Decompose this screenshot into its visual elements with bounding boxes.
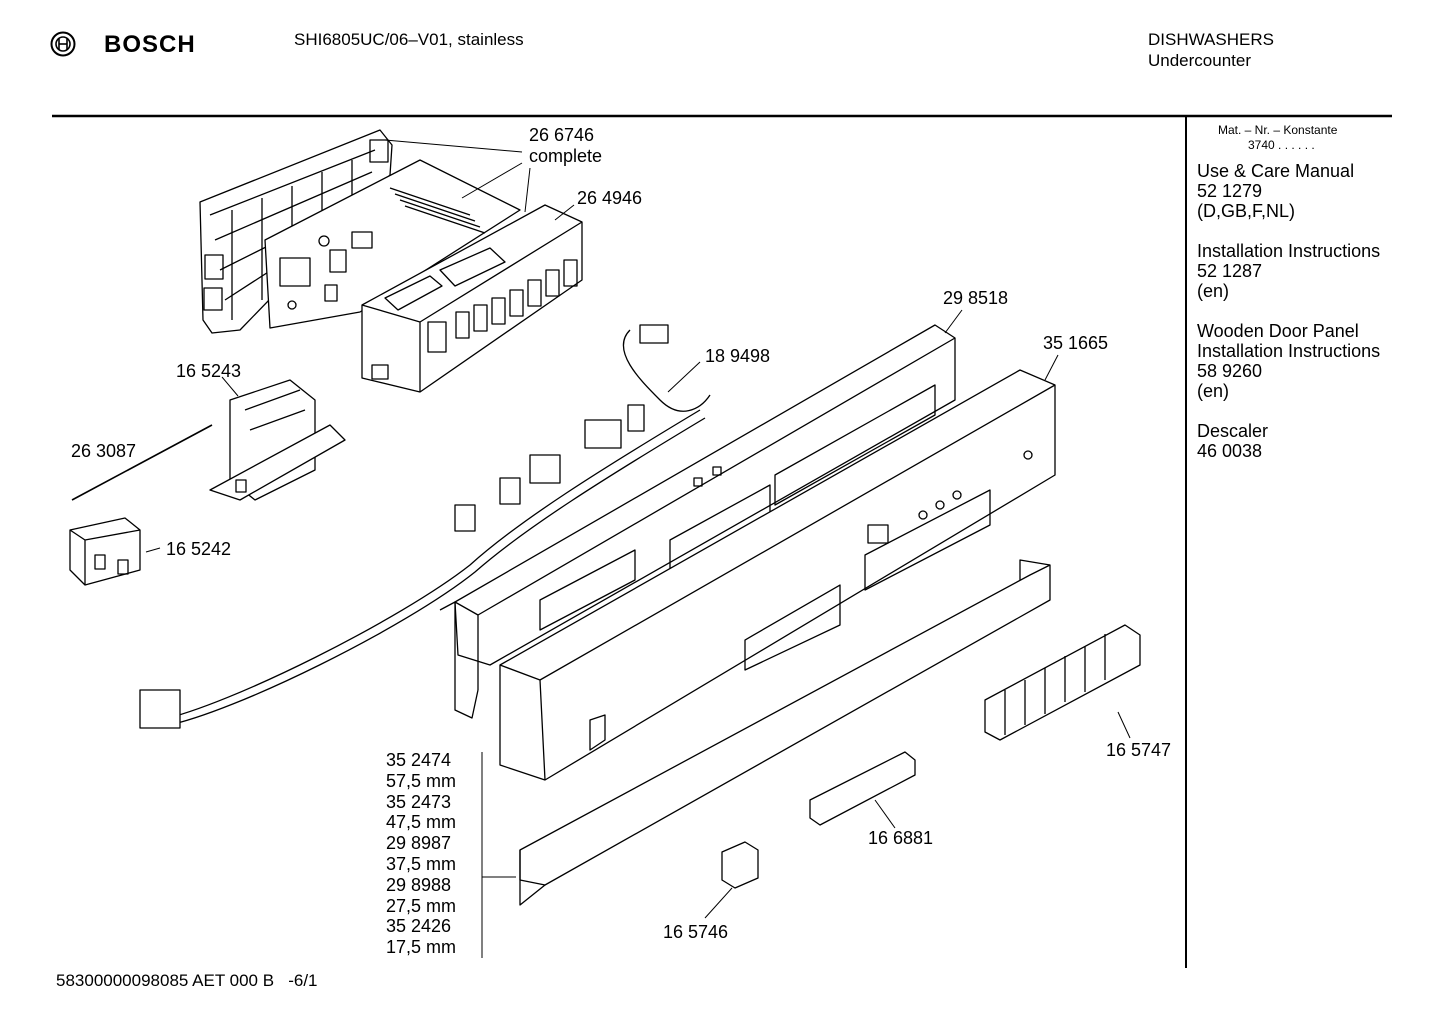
part-263087-rod [71,424,213,501]
model-title: SHI6805UC/06–V01, stainless [294,30,524,49]
part-351665-fascia [499,369,1056,781]
doc-title-line2: Installation Instructions [1197,341,1381,361]
part-264946-housing [361,204,583,393]
callout-351665: 35 1665 [1043,333,1109,353]
doc-installation-instructions: Installation Instructions 52 1287 (en) [1197,241,1380,301]
part-165747-buttons [984,624,1141,741]
variant-size: 17,5 mm [386,937,457,958]
callout-263087: 26 3087 [71,441,137,461]
variant-size: 47,5 mm [386,812,457,833]
doc-language: (en) [1197,381,1230,401]
mat-nr-heading: Mat. – Nr. – Konstante [1218,123,1338,137]
subcategory-label: Undercounter [1148,51,1252,70]
part-165243 [209,379,346,501]
part-189498-harness [139,324,711,729]
callout-165746: 16 5746 [663,922,729,942]
variant-part-number: 35 2426 [386,916,452,937]
callout-165243: 16 5243 [176,361,242,381]
callout-166881: 16 6881 [868,828,934,848]
doc-descaler: Descaler 46 0038 [1197,421,1380,461]
doc-number: 52 1287 [1197,261,1263,281]
callout-165747: 16 5747 [1106,740,1172,760]
part-165746 [721,841,759,889]
doc-number: 46 0038 [1197,441,1263,461]
variant-part-number: 35 2474 [386,750,452,770]
doc-language: (en) [1197,281,1230,301]
variant-part-number: 35 2473 [386,791,452,812]
doc-number: 52 1279 [1197,181,1263,201]
part-166881 [809,751,916,826]
part-165242 [69,517,141,586]
doc-number: 58 9260 [1197,361,1263,381]
variant-size: 37,5 mm [386,853,457,874]
doc-title: Wooden Door Panel [1197,321,1359,341]
callout-264946: 26 4946 [577,188,643,208]
variant-size: 27,5 mm [386,895,457,916]
doc-title: Use & Care Manual [1197,161,1355,181]
callout-266746-note: complete [529,146,603,166]
part-variant-strip [519,559,1051,906]
document-list: Use & Care Manual 52 1279 (D,GB,F,NL) In… [1197,161,1380,481]
callout-298518: 29 8518 [943,288,1009,308]
doc-title: Descaler [1197,421,1269,441]
leader-lines [145,139,1131,958]
part-264946-buttons [455,259,578,339]
doc-title: Installation Instructions [1197,241,1381,261]
mat-nr-value: 3740 . . . . . . [1248,138,1315,152]
doc-language: (D,GB,F,NL) [1197,201,1296,221]
bosch-logo-icon [50,31,76,62]
footer-code: 58300000098085 AET 000 B -6/1 [56,971,318,990]
doc-wooden-door-panel: Wooden Door Panel Installation Instructi… [1197,321,1380,401]
callout-266746: 26 6746 [529,125,595,145]
callout-165242: 16 5242 [166,539,232,559]
callout-189498: 18 9498 [705,346,771,366]
variant-part-number: 29 8988 [386,874,452,895]
part-266746-board [264,159,521,329]
category-label: DISHWASHERS [1148,30,1274,49]
brand-name: BOSCH [104,31,196,58]
variant-size: 57,5 mm [386,770,457,791]
doc-use-care-manual: Use & Care Manual 52 1279 (D,GB,F,NL) [1197,161,1380,221]
variant-part-number: 29 8987 [386,833,452,854]
variant-list: 35 2474 57,5 mm 35 2473 47,5 mm 29 8987 … [386,750,456,958]
